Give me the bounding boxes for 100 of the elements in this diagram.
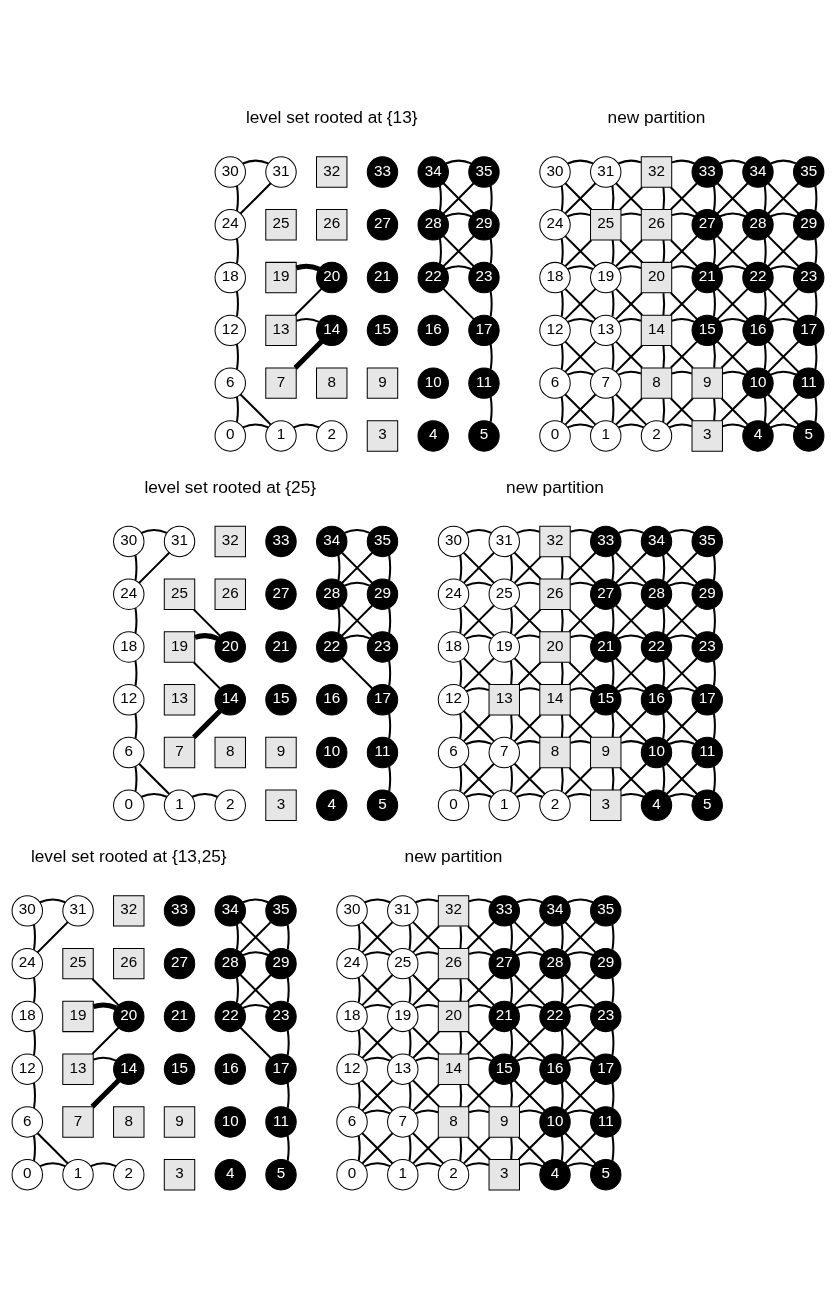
node-box: 26 — [316, 208, 348, 241]
connector — [134, 712, 138, 739]
node-box: 25 — [163, 578, 196, 610]
node-circle: 0 — [214, 419, 246, 452]
node-circle: 33 — [488, 894, 520, 927]
node-box: 14 — [640, 314, 673, 346]
connector — [564, 1026, 597, 1059]
connector — [662, 712, 666, 739]
connector — [516, 950, 543, 956]
node-box: 26 — [539, 578, 571, 610]
connector — [662, 186, 666, 210]
connector — [296, 317, 320, 323]
connector — [662, 660, 666, 686]
connector — [620, 792, 645, 798]
connector — [286, 1029, 290, 1055]
node-box: 32 — [316, 155, 348, 188]
connector — [516, 1056, 543, 1062]
connector — [465, 792, 492, 798]
node-circle: 15 — [691, 314, 723, 346]
connector — [662, 345, 666, 368]
connector — [618, 581, 645, 587]
connector — [357, 1029, 361, 1055]
connector — [468, 950, 492, 956]
node-circle: 29 — [793, 208, 825, 241]
node-circle: 24 — [11, 947, 43, 979]
connector — [519, 1161, 543, 1167]
node-circle: 0 — [11, 1158, 43, 1190]
connector — [666, 709, 698, 742]
connector — [712, 607, 716, 633]
node-circle: 24 — [336, 947, 368, 979]
node-box: 8 — [316, 366, 348, 399]
connector — [513, 1026, 546, 1059]
connector — [33, 1082, 36, 1108]
node-circle: 24 — [437, 578, 470, 610]
node-circle: 30 — [214, 155, 246, 188]
connector — [618, 423, 645, 428]
node-circle: 23 — [590, 1000, 622, 1032]
connector — [662, 554, 666, 580]
node-circle: 11 — [691, 736, 723, 768]
node-circle: 15 — [488, 1052, 520, 1085]
node-circle: 22 — [316, 630, 348, 663]
node-box: 9 — [366, 366, 399, 399]
connector — [516, 581, 540, 587]
connector — [671, 211, 695, 217]
connector — [712, 185, 716, 211]
node-box: 13 — [265, 314, 297, 346]
node-circle: 27 — [590, 578, 622, 610]
connector — [361, 920, 394, 953]
connector — [666, 762, 698, 795]
connector — [567, 370, 594, 376]
node-circle: 2 — [640, 419, 673, 452]
connector — [770, 317, 797, 323]
node-circle: 27 — [488, 947, 520, 979]
node-circle: 31 — [62, 894, 94, 927]
node-circle: 7 — [387, 1105, 419, 1138]
connector — [620, 211, 642, 216]
connector — [337, 554, 341, 580]
connector — [567, 1109, 594, 1114]
connector — [671, 159, 695, 164]
connector — [468, 897, 492, 903]
connector — [388, 607, 392, 633]
connector — [239, 920, 272, 953]
connector — [344, 634, 371, 639]
connector — [239, 973, 272, 1006]
connector — [235, 396, 239, 422]
node-box: 20 — [437, 1000, 470, 1032]
node-circle: 30 — [539, 155, 571, 188]
node-circle: 16 — [539, 1052, 571, 1085]
connector — [235, 185, 239, 211]
node-box: 8 — [437, 1105, 470, 1138]
connector — [668, 581, 695, 587]
connector — [712, 343, 716, 368]
connector — [33, 1029, 36, 1055]
connector — [463, 551, 495, 584]
node-circle: 31 — [387, 894, 419, 927]
connector — [442, 182, 475, 214]
connector — [465, 581, 492, 587]
connector — [90, 1161, 117, 1167]
connector — [341, 657, 373, 689]
connector — [570, 581, 594, 587]
node-circle: 23 — [468, 261, 500, 293]
node-circle: 33 — [366, 155, 399, 188]
connector — [445, 211, 472, 217]
connector — [611, 290, 615, 316]
connector — [364, 950, 391, 956]
node-circle: 34 — [214, 894, 246, 927]
node-circle: 11 — [590, 1105, 622, 1138]
node-circle: 10 — [316, 736, 348, 768]
node-circle: 15 — [163, 1052, 196, 1085]
connector — [662, 397, 666, 422]
connector — [560, 976, 564, 1003]
node-box: 9 — [488, 1105, 520, 1138]
connector — [364, 1056, 391, 1062]
connector — [767, 393, 800, 425]
connector — [239, 393, 272, 425]
node-box: 14 — [437, 1052, 470, 1085]
node-box: 14 — [539, 683, 571, 715]
node-box: 20 — [640, 261, 673, 293]
node-circle: 6 — [539, 366, 571, 399]
node-circle: 30 — [336, 894, 368, 927]
